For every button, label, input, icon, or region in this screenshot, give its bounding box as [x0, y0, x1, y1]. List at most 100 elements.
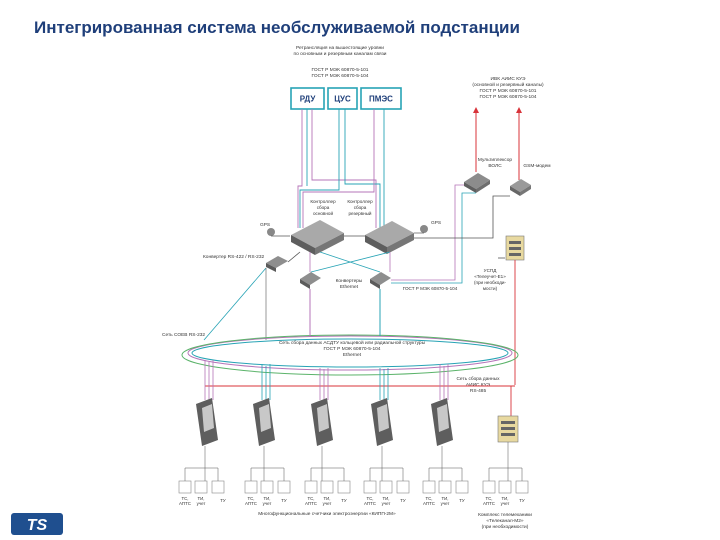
ivk-links	[475, 150, 520, 180]
svg-text:сбора: сбора	[317, 205, 330, 210]
uplink-lines	[297, 109, 385, 228]
converter-eth-2	[370, 272, 391, 289]
controller-backup: Контроллер сбора резервный	[347, 199, 414, 254]
gost104-label: ГОСТ Р МЭК 60870-5-104	[403, 286, 458, 291]
ivk-note: ИВК АИИС КУЭ (основной и резервный канал…	[472, 76, 544, 100]
svg-text:АПТС: АПТС	[179, 501, 191, 506]
gps-right: GPS	[414, 220, 441, 234]
svg-text:ТУ: ТУ	[519, 498, 525, 503]
svg-text:ТУ: ТУ	[400, 498, 406, 503]
ring-network	[181, 289, 519, 376]
meter-5	[431, 364, 453, 446]
svg-text:ТУ: ТУ	[459, 498, 465, 503]
box-cus-label: ЦУС	[334, 95, 351, 104]
soev-line	[203, 267, 267, 341]
svg-text:TS: TS	[27, 517, 48, 534]
ring-label-2: ГОСТ Р МЭК 60870-5-104	[324, 346, 381, 352]
meters-caption: Многофункциональные счетчики электроэнер…	[258, 511, 396, 517]
svg-text:ТС,: ТС,	[425, 496, 432, 501]
eth-label-1: Конвертеры	[336, 278, 363, 284]
svg-text:Мультиплексор: Мультиплексор	[478, 157, 512, 163]
controller-links	[287, 184, 510, 284]
svg-text:ТС,: ТС,	[485, 496, 492, 501]
svg-text:«Телеучет-Е1»: «Телеучет-Е1»	[474, 274, 506, 279]
box-pmes-label: ПМЭС	[369, 95, 393, 104]
svg-text:ТУ: ТУ	[220, 498, 226, 503]
io-row-3: ТС, АПТС ТИ, учет ТУ	[304, 480, 351, 506]
svg-text:GPS: GPS	[260, 222, 270, 228]
svg-text:учет: учет	[501, 501, 510, 506]
telemechanics-complex	[497, 386, 519, 443]
meter-4	[371, 368, 393, 446]
svg-text:АПТС: АПТС	[423, 501, 435, 506]
controller-main: Контроллер сбора основной	[291, 199, 344, 255]
io-row-2: ТС, АПТС ТИ, учет ТУ	[244, 480, 291, 506]
mux-device: Мультиплексор ВОЛС	[464, 157, 512, 193]
retranslation-note: Ретрансляция на вышестоящие уровни по ос…	[294, 45, 387, 79]
svg-text:резервный: резервный	[348, 210, 371, 216]
io-rows: ТС, АПТС ТИ, учет ТУ ТС, АПТС ТИ, учет Т…	[178, 442, 529, 506]
svg-text:ТИ,: ТИ,	[197, 496, 204, 501]
svg-text:ТИ,: ТИ,	[501, 496, 508, 501]
svg-text:ТИ,: ТИ,	[323, 496, 330, 501]
company-logo: TS	[10, 512, 64, 536]
svg-text:ТУ: ТУ	[341, 498, 347, 503]
converter-rs: Конвертер RS-422 / RS-232	[203, 254, 288, 272]
svg-text:(основной и резервный каналы): (основной и резервный каналы)	[472, 81, 544, 88]
meter-3	[311, 368, 333, 446]
note-line-3: ГОСТ Р МЭК 60870-5-101	[312, 67, 369, 73]
ivk-arrows	[473, 107, 522, 170]
svg-text:ТУ: ТУ	[281, 498, 287, 503]
svg-text:учет: учет	[441, 501, 450, 506]
svg-text:ГОСТ Р МЭК 60870-5-104: ГОСТ Р МЭК 60870-5-104	[480, 94, 537, 100]
io-row-6: ТС, АПТС ТИ, учет ТУ	[482, 480, 529, 506]
page-title: Интегрированная система необслуживаемой …	[34, 18, 520, 37]
io-row-4: ТС, АПТС ТИ, учет ТУ	[363, 480, 410, 506]
svg-text:основной: основной	[313, 210, 333, 216]
box-pmes	[360, 87, 402, 110]
ring-label-3: Ethernet	[343, 352, 362, 358]
aiis-label-1: Сеть сбора данных	[456, 376, 500, 382]
svg-text:АПТС: АПТС	[245, 501, 257, 506]
io-row-5: ТС, АПТС ТИ, учет ТУ	[422, 480, 469, 506]
svg-text:учет: учет	[197, 501, 206, 506]
complex-caption-2: «Телеканал-М2»	[486, 518, 524, 524]
dispatch-boxes: РДУ ЦУС ПМЭС	[290, 87, 402, 110]
svg-text:Контроллер: Контроллер	[310, 199, 336, 204]
complex-caption-3: (при необходимости)	[482, 524, 529, 530]
svg-text:ТС,: ТС,	[181, 496, 188, 501]
ring-label-1: Сеть сбора данных АСДТУ кольцевой или ра…	[279, 339, 426, 346]
note-line-2: по основным и резервным каналам связи	[294, 52, 387, 57]
gps-left: GPS	[260, 222, 290, 237]
svg-text:(при необходи-: (при необходи-	[474, 280, 506, 285]
svg-text:ТС,: ТС,	[366, 496, 373, 501]
svg-text:ТИ,: ТИ,	[441, 496, 448, 501]
soev-label: Сеть СОЕВ RS-232	[162, 332, 205, 338]
svg-text:GPS: GPS	[431, 220, 441, 226]
svg-text:Конвертер RS-422 / RS-232: Конвертер RS-422 / RS-232	[203, 254, 265, 260]
svg-text:ВОЛС: ВОЛС	[488, 163, 502, 169]
svg-text:УСПД: УСПД	[484, 268, 498, 273]
svg-text:учет: учет	[263, 501, 272, 506]
box-rdu	[290, 87, 325, 110]
note-line-4: ГОСТ Р МЭК 60870-5-104	[312, 73, 369, 79]
io-row-1: ТС, АПТС ТИ, учет ТУ	[178, 480, 226, 506]
box-cus	[327, 87, 358, 110]
svg-text:ТС,: ТС,	[307, 496, 314, 501]
svg-text:учет: учет	[382, 501, 391, 506]
svg-text:сбора: сбора	[354, 205, 367, 210]
eth-label-2: Ethernet	[340, 284, 359, 290]
svg-text:Контроллер: Контроллер	[347, 199, 373, 204]
svg-text:АПТС: АПТС	[364, 501, 376, 506]
meter-1	[196, 360, 218, 446]
note-line-1: Ретрансляция на вышестоящие уровни	[296, 45, 384, 51]
aiis-label-2: АИИС КУЭ	[466, 382, 491, 388]
svg-text:ИВК АИИС КУЭ: ИВК АИИС КУЭ	[491, 76, 526, 82]
svg-text:ТИ,: ТИ,	[263, 496, 270, 501]
box-rdu-label: РДУ	[300, 95, 317, 104]
svg-text:мости): мости)	[483, 286, 498, 291]
svg-text:ТС,: ТС,	[247, 496, 254, 501]
aiis-label-3: RS-485	[470, 388, 487, 394]
svg-text:АПТС: АПТС	[483, 501, 495, 506]
